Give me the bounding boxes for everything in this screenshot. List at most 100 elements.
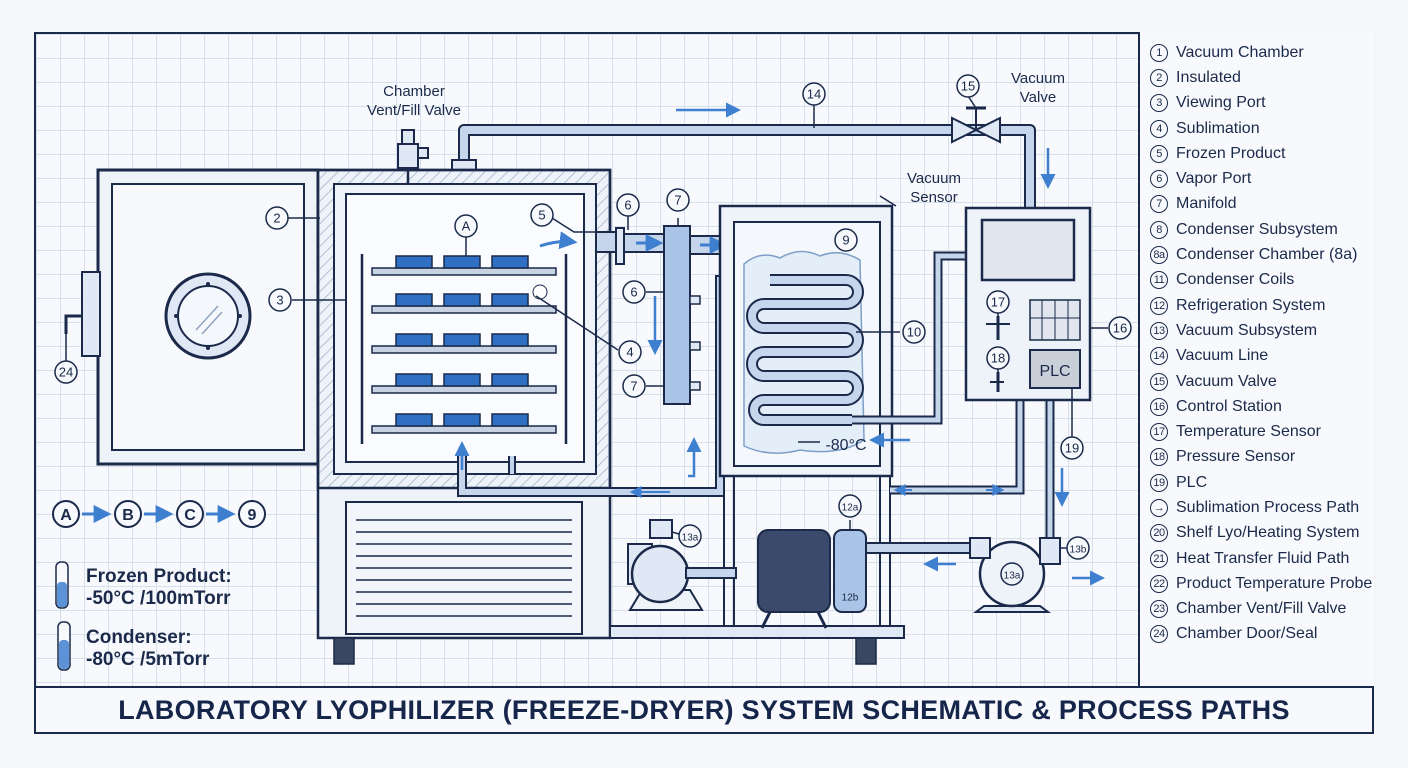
marker-m24: 24 — [54, 360, 78, 384]
marker-m13a-pump: 13a — [1000, 562, 1024, 586]
legend-label: Refrigeration System — [1176, 296, 1326, 314]
shelf — [371, 267, 557, 276]
marker-m7: 7 — [666, 188, 690, 212]
legend-label: Condenser Chamber (8a) — [1176, 246, 1358, 264]
condition-label: Condenser: — [86, 627, 192, 648]
legend-label: Manifold — [1176, 195, 1237, 213]
legend-label: Vapor Port — [1176, 170, 1252, 188]
legend-badge: 24 — [1150, 625, 1168, 644]
vacuum-blower-13b — [969, 537, 1061, 613]
refrigerant-line — [852, 251, 1055, 554]
shelf — [371, 305, 557, 314]
legend-item: 6 Vapor Port — [1150, 166, 1374, 191]
legend-item: 17 Temperature Sensor — [1150, 419, 1374, 444]
vial-fill-icon — [59, 640, 69, 669]
marker-label: 7 — [674, 193, 681, 208]
legend-badge: 18 — [1150, 448, 1168, 467]
product-tray — [395, 333, 433, 347]
legend-item: 8a Condenser Chamber (8a) — [1150, 242, 1374, 267]
shelf — [371, 385, 557, 394]
marker-mA: A — [454, 214, 478, 238]
legend-item: 7 Manifold — [1150, 192, 1374, 217]
callout-vacuum-valve-line1: Vacuum — [1011, 70, 1065, 87]
marker-label: 17 — [991, 295, 1005, 310]
legend-badge: 16 — [1150, 397, 1168, 416]
legend-badge: 7 — [1150, 195, 1168, 214]
marker-label: 13b — [1070, 545, 1087, 556]
marker-m18: 18 — [986, 346, 1010, 370]
marker-m10: 10 — [902, 320, 926, 344]
legend-label: Sublimation — [1176, 119, 1260, 137]
legend-label: Control Station — [1176, 397, 1282, 415]
legend-badge: 13 — [1150, 321, 1168, 340]
control-station — [964, 206, 1092, 402]
manifold — [663, 225, 723, 405]
vacuum-line — [458, 124, 1036, 212]
marker-m15: 15 — [956, 74, 980, 98]
vial-fill-icon — [57, 582, 67, 607]
condenser-temperature-label: -80°C — [825, 437, 866, 454]
marker-m16: 16 — [1108, 316, 1132, 340]
marker-m13a: 13a — [678, 524, 702, 548]
product-tray — [395, 373, 433, 387]
legend-label: Condenser Coils — [1176, 271, 1295, 289]
legend-badge: 6 — [1150, 170, 1168, 189]
flow-arrow — [686, 437, 702, 478]
shelf — [371, 345, 557, 354]
legend-badge: 2 — [1150, 68, 1168, 87]
marker-label: 4 — [626, 345, 633, 360]
legend-label: Condenser Subsystem — [1176, 220, 1338, 238]
product-tray — [443, 333, 481, 347]
marker-label: 13a — [1004, 571, 1021, 582]
sublimation-cloud — [532, 284, 548, 300]
legend-badge: 11 — [1150, 271, 1168, 290]
page-title: LABORATORY LYOPHILIZER (FREEZE-DRYER) SY… — [34, 686, 1374, 734]
vacuum-pump-13a — [627, 519, 737, 611]
callout-vacuum-valve-line2: Valve — [1020, 89, 1056, 106]
legend-label: Sublimation Process Path — [1176, 498, 1360, 516]
legend-item: 16 Control Station — [1150, 394, 1374, 419]
marker-label: 6 — [624, 198, 631, 213]
marker-label: 10 — [907, 325, 921, 340]
marker-m6b: 6 — [622, 280, 646, 304]
marker-m9: 9 — [834, 228, 858, 252]
condenser-coils — [746, 274, 864, 426]
legend-label: PLC — [1176, 473, 1208, 491]
legend-label: Temperature Sensor — [1176, 423, 1321, 441]
legend-item: 11 Condenser Coils — [1150, 268, 1374, 293]
vacuum-valve — [951, 106, 1001, 144]
marker-label: 7 — [630, 379, 637, 394]
plc-label: PLC — [1039, 363, 1070, 380]
legend-badge: → — [1150, 498, 1168, 517]
marker-m4: 4 — [618, 340, 642, 364]
legend-label: Viewing Port — [1176, 94, 1266, 112]
marker-m12b: 12b — [842, 593, 859, 604]
product-tray — [491, 413, 529, 427]
legend-badge: 8a — [1150, 246, 1168, 265]
legend-label: Heat Transfer Fluid Path — [1176, 549, 1350, 567]
legend-badge: 23 — [1150, 600, 1168, 619]
callout-vacuum-valve: Vacuum Valve — [1011, 70, 1065, 106]
refrigeration-compressor — [757, 529, 867, 629]
product-tray — [491, 333, 529, 347]
legend-label: Vacuum Valve — [1176, 372, 1277, 390]
legend-badge: 17 — [1150, 423, 1168, 442]
marker-label: 9 — [842, 233, 849, 248]
legend-badge: 1 — [1150, 43, 1168, 62]
marker-label: A — [462, 219, 471, 234]
callout-chamber-vent-line2: Vent/Fill Valve — [367, 102, 461, 119]
shelf — [371, 425, 557, 434]
product-tray — [395, 413, 433, 427]
marker-m12a: 12a — [838, 494, 862, 518]
process-step: 9 — [238, 500, 266, 528]
